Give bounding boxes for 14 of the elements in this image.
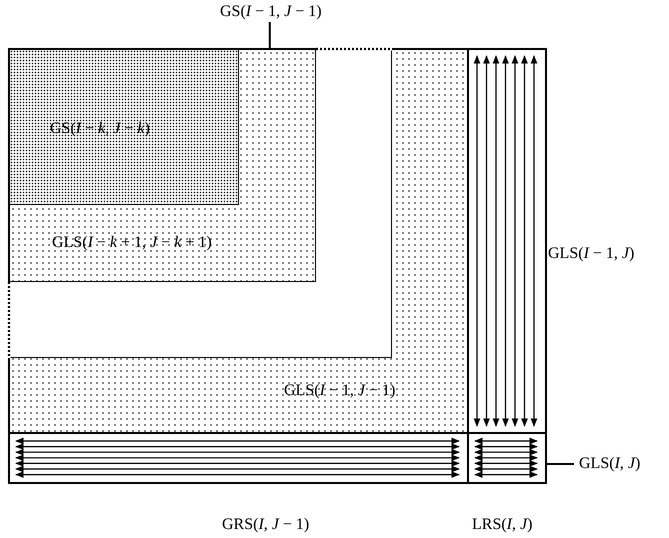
region-label: LRS(I, J) <box>472 516 532 534</box>
region-label: GLS(I − 1, J − 1) <box>284 382 396 400</box>
leader-line <box>268 22 271 50</box>
leader-line <box>547 463 574 465</box>
shaded-region <box>10 50 316 282</box>
region-label: GS(I − k, J − k) <box>50 120 150 138</box>
matrix-box <box>8 48 547 484</box>
region-label: GLS(I − 1, J) <box>548 245 634 263</box>
region-label: GRS(I, J − 1) <box>222 516 310 534</box>
region-label: GLS(I, J) <box>577 455 640 473</box>
region-label: GS(I − 1, J − 1) <box>218 3 322 21</box>
shaded-region <box>10 50 469 434</box>
shaded-region <box>10 50 239 205</box>
region-label: GLS(I − k + 1, J − k + 1) <box>52 234 212 252</box>
